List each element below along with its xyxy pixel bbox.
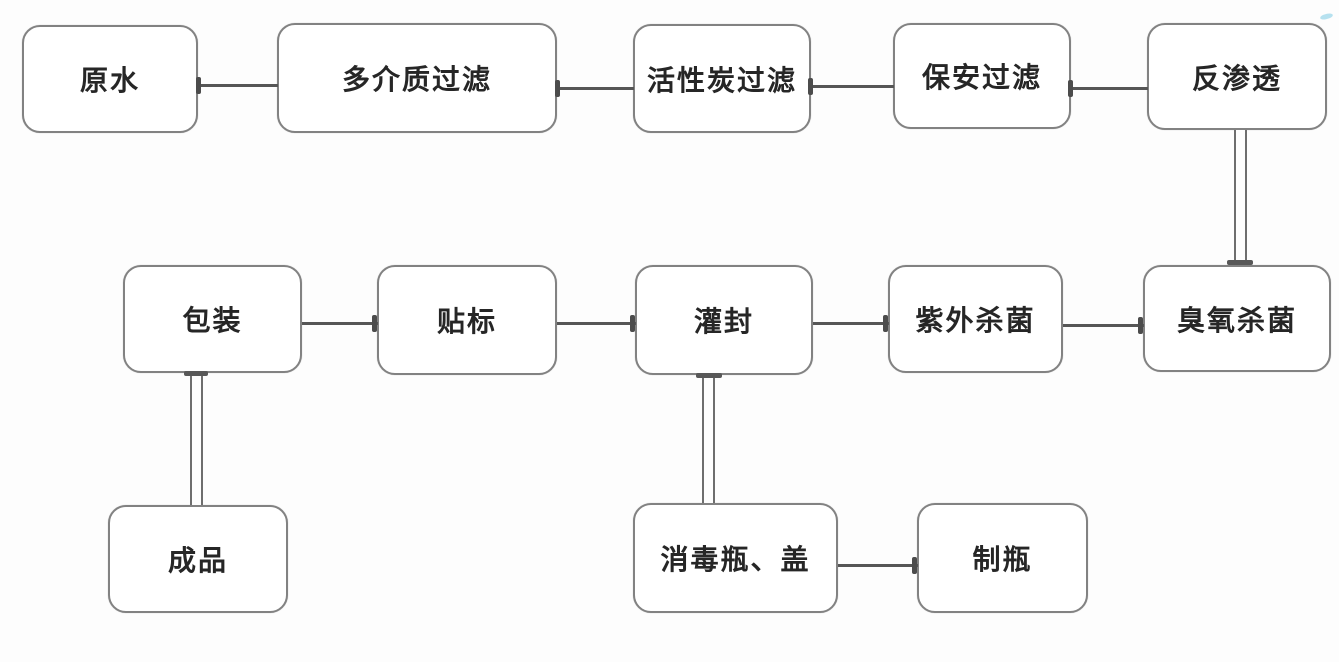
node-label-labeling: 贴标 bbox=[436, 305, 497, 338]
node-label-raw-water: 原水 bbox=[79, 64, 140, 97]
connector-tick-activated-carbon bbox=[808, 78, 813, 95]
connector-cap-ozone-top bbox=[1227, 260, 1253, 265]
connector-cap-filling-bottom bbox=[696, 373, 722, 378]
node-label-ozone-sterilization: 臭氧杀菌 bbox=[1176, 303, 1297, 337]
connector-cap-packaging-bottom bbox=[184, 371, 208, 376]
node-filling-sealing: 灌封 bbox=[635, 265, 813, 375]
node-disinfect-bottle-cap: 消毒瓶、盖 bbox=[633, 503, 838, 613]
node-multi-media-filter: 多介质过滤 bbox=[277, 23, 557, 133]
connector-filling-to-disinfect bbox=[702, 375, 715, 503]
connector-raw-water-to-multi-media bbox=[198, 84, 278, 87]
node-label-filling-sealing: 灌封 bbox=[693, 305, 754, 338]
connector-tick-uv bbox=[883, 315, 888, 332]
node-reverse-osmosis: 反渗透 bbox=[1147, 23, 1327, 130]
node-label-bottle-making: 制瓶 bbox=[972, 543, 1033, 576]
connector-tick-labeling bbox=[372, 315, 377, 332]
node-ozone-sterilization: 臭氧杀菌 bbox=[1143, 265, 1331, 372]
connector-packaging-to-finished bbox=[190, 373, 203, 505]
node-packaging: 包装 bbox=[123, 265, 302, 373]
node-label-uv-sterilization: 紫外杀菌 bbox=[915, 304, 1036, 337]
connector-disinfect-to-bottle-making bbox=[838, 564, 918, 567]
node-bottle-making: 制瓶 bbox=[917, 503, 1088, 613]
connector-uv-to-ozone bbox=[1063, 324, 1144, 327]
connector-reverse-osmosis-to-ozone bbox=[1234, 130, 1247, 265]
node-security-filter: 保安过滤 bbox=[893, 23, 1071, 129]
connector-tick-security bbox=[1068, 80, 1073, 97]
connector-tick-bottle-making bbox=[912, 557, 917, 574]
connector-tick-raw-water bbox=[196, 77, 201, 94]
node-activated-carbon-filter: 活性炭过滤 bbox=[633, 24, 811, 133]
connector-tick-multi-media bbox=[555, 80, 560, 97]
node-label-packaging: 包装 bbox=[182, 304, 243, 337]
node-label-multi-media-filter: 多介质过滤 bbox=[341, 63, 492, 96]
node-finished-product: 成品 bbox=[108, 505, 288, 613]
node-raw-water: 原水 bbox=[22, 25, 198, 133]
connector-security-to-reverse-osmosis bbox=[1070, 87, 1148, 90]
connector-activated-carbon-to-security bbox=[810, 85, 894, 88]
node-labeling: 贴标 bbox=[377, 265, 557, 375]
node-uv-sterilization: 紫外杀菌 bbox=[888, 265, 1063, 373]
node-label-disinfect-bottle-cap: 消毒瓶、盖 bbox=[660, 543, 811, 576]
connector-tick-filling bbox=[630, 315, 635, 332]
watermark-artifact bbox=[1319, 12, 1334, 21]
node-label-security-filter: 保安过滤 bbox=[921, 61, 1042, 94]
connector-multi-media-to-activated-carbon bbox=[557, 87, 634, 90]
connector-packaging-to-labeling bbox=[302, 322, 378, 325]
node-label-reverse-osmosis: 反渗透 bbox=[1191, 61, 1282, 95]
connector-tick-ozone bbox=[1138, 317, 1143, 334]
node-label-finished-product: 成品 bbox=[167, 544, 228, 577]
connector-filling-to-uv bbox=[813, 322, 889, 325]
connector-labeling-to-filling bbox=[557, 322, 636, 325]
node-label-activated-carbon-filter: 活性炭过滤 bbox=[646, 63, 797, 97]
